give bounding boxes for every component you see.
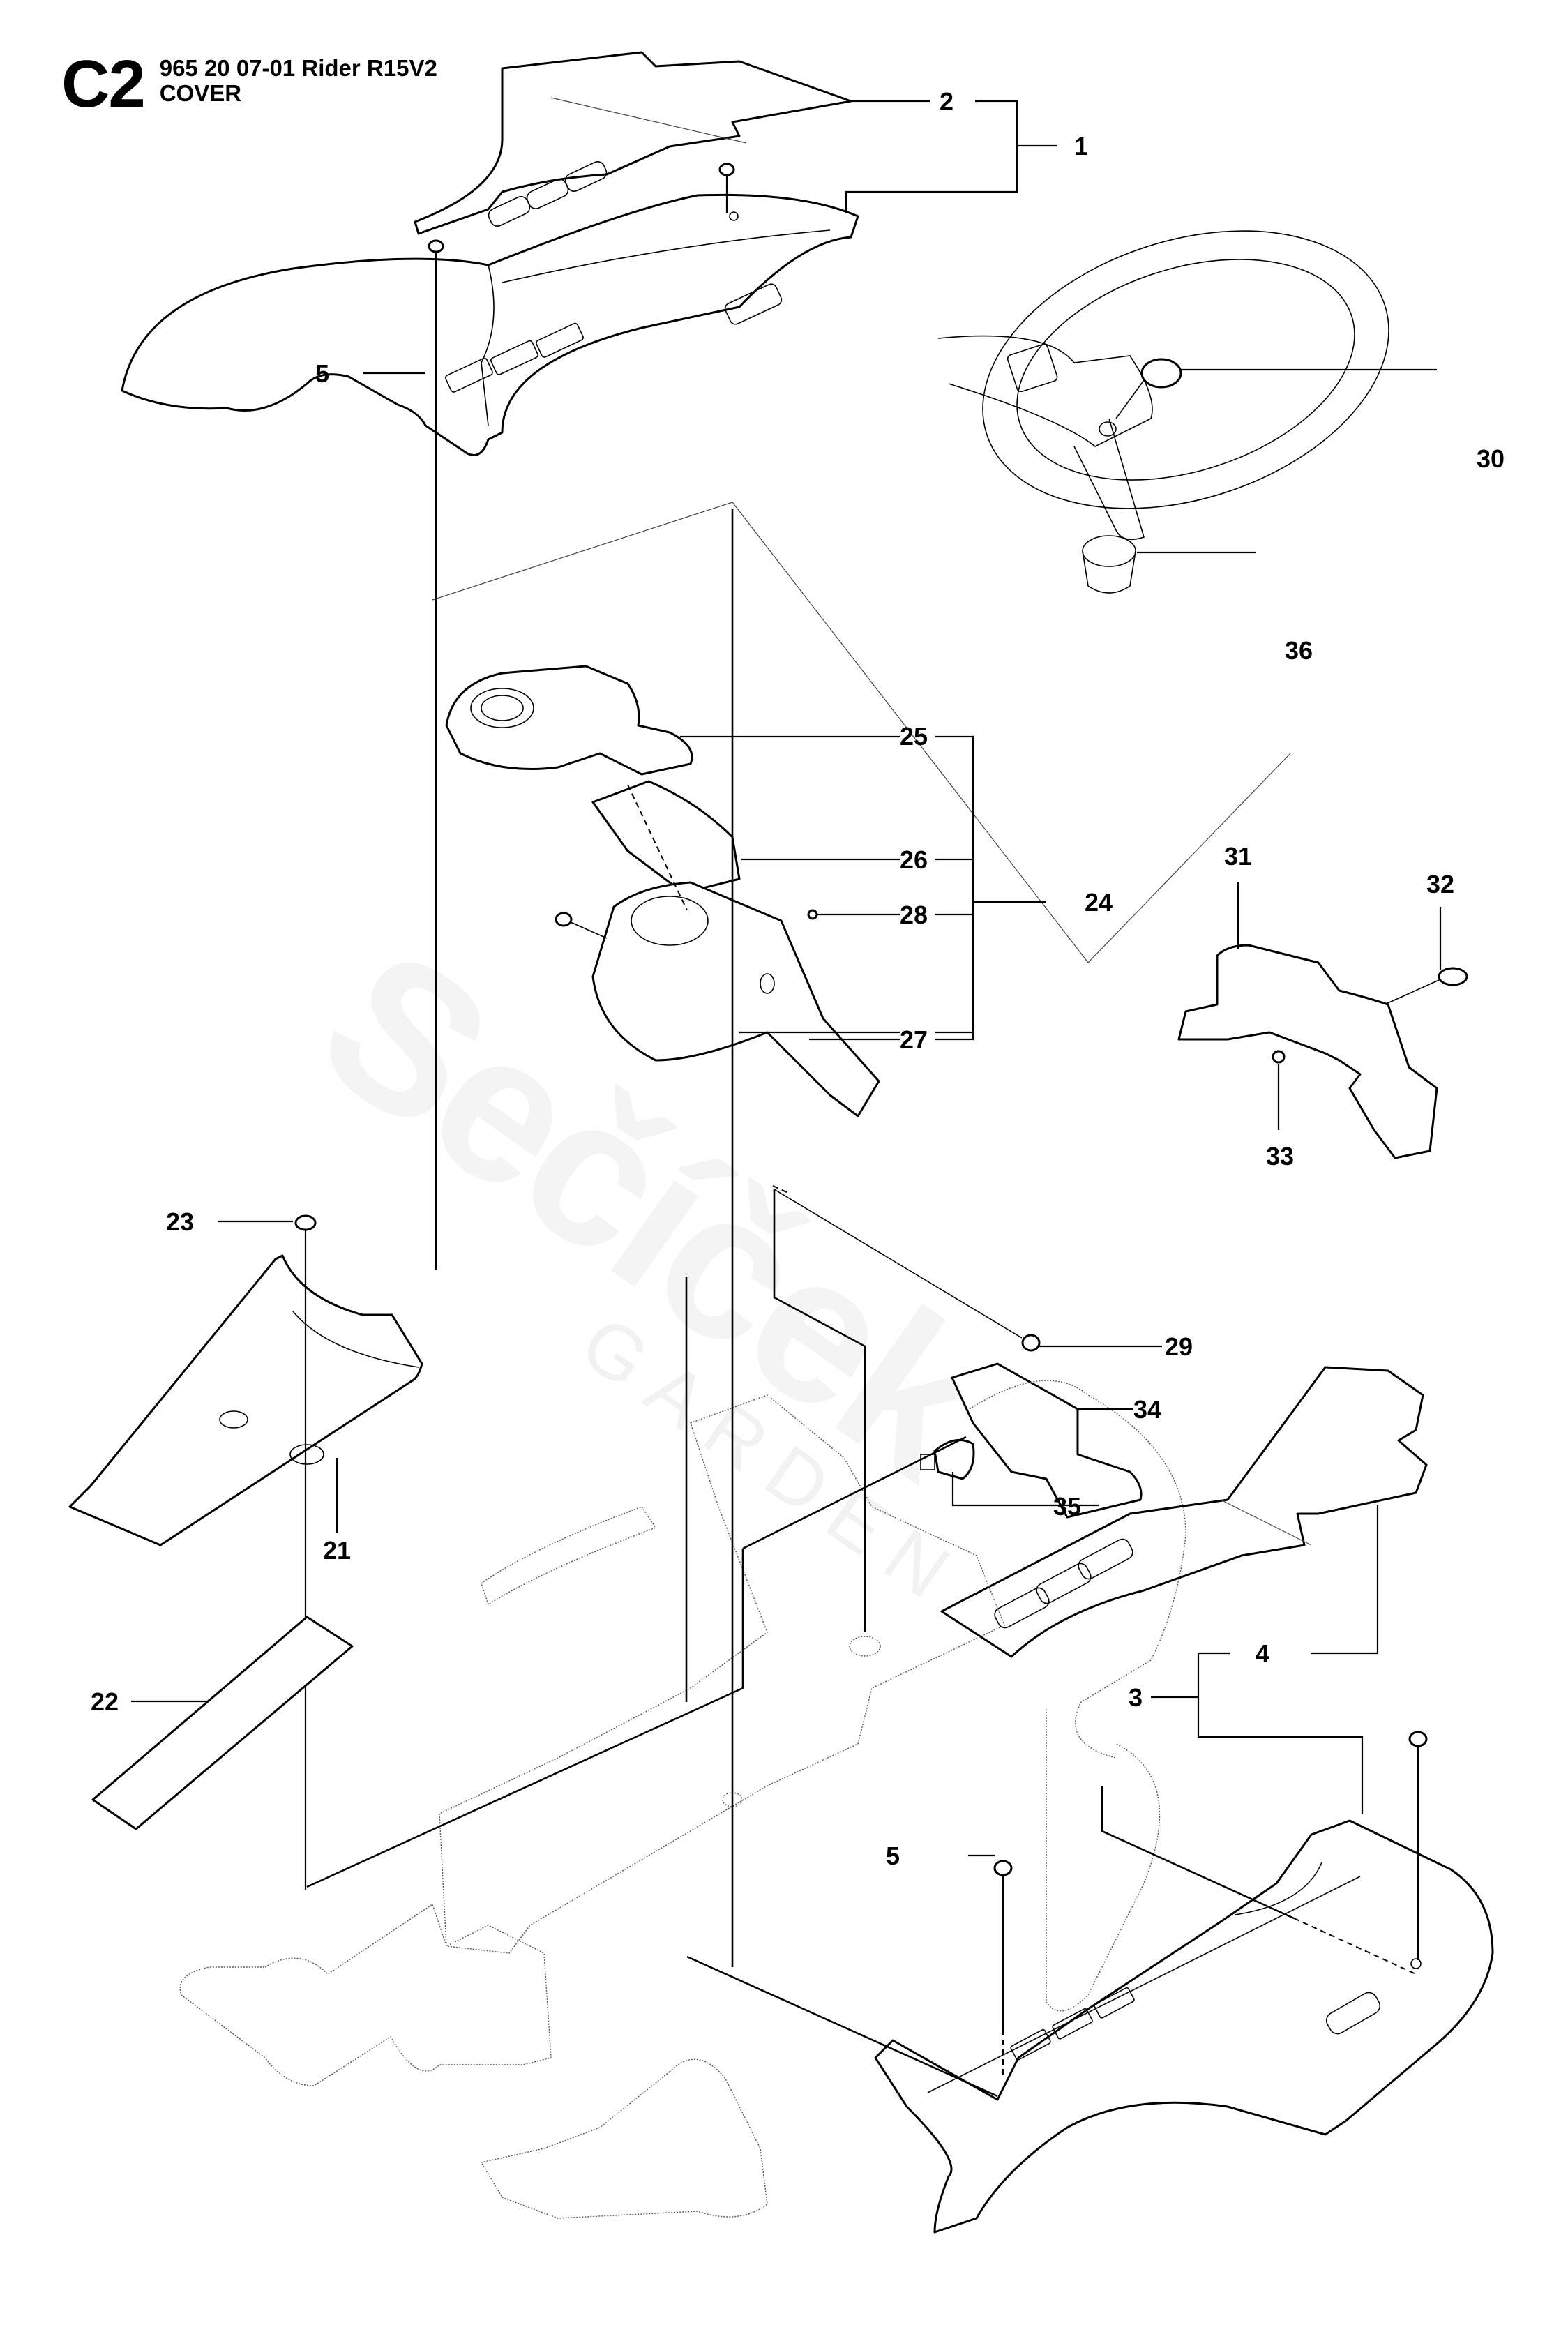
part-4-front-mat[interactable]	[940, 1366, 1428, 1658]
part-1-rear-cover[interactable]	[121, 193, 859, 456]
part-28-clip[interactable]	[807, 909, 818, 920]
assembly-guide-lines	[306, 509, 1417, 2098]
part-30-cap[interactable]	[1099, 358, 1182, 437]
callout-5-top[interactable]: 5	[315, 359, 329, 388]
part-32-lock-pin[interactable]	[1384, 967, 1468, 1005]
part-21-side-cover[interactable]	[68, 1254, 423, 1546]
part-25-upper-cover[interactable]	[445, 665, 693, 776]
model-line: 965 20 07-01 Rider R15V2	[159, 55, 437, 81]
callout-4[interactable]: 4	[1256, 1639, 1269, 1668]
part-29-screw[interactable]	[774, 1189, 1041, 1352]
part-5-screw-bottom[interactable]	[993, 1860, 1013, 2079]
part-2-rear-mat[interactable]	[414, 51, 852, 235]
callout-21[interactable]: 21	[323, 1536, 351, 1565]
group-name: COVER	[159, 80, 242, 106]
callout-29[interactable]: 29	[1165, 1332, 1193, 1361]
callout-25[interactable]: 25	[900, 722, 928, 751]
callout-30[interactable]: 30	[1477, 444, 1505, 473]
section-code: C2	[61, 47, 146, 121]
callout-labels: 2 1 5 30 36 25 26 28 27 24 31 32 33 29 3…	[91, 87, 1505, 1870]
callout-31[interactable]: 31	[1224, 842, 1252, 871]
part-33-washer[interactable]	[1272, 1050, 1286, 1064]
callout-24[interactable]: 24	[1085, 888, 1113, 917]
callout-leaders	[131, 100, 1442, 1857]
callout-22[interactable]: 22	[91, 1687, 119, 1716]
part-35-lamp[interactable]	[920, 1438, 975, 1480]
part-26-panel[interactable]	[591, 780, 741, 894]
callout-28[interactable]: 28	[900, 901, 928, 929]
callout-5-bottom[interactable]: 5	[886, 1842, 900, 1870]
screw-27-left[interactable]	[555, 912, 608, 939]
part-5-screw-top-right[interactable]	[718, 163, 735, 213]
callout-1[interactable]: 1	[1074, 132, 1088, 160]
callout-32[interactable]: 32	[1426, 870, 1454, 898]
steering-wheel[interactable]	[937, 182, 1424, 557]
callout-2[interactable]: 2	[940, 87, 953, 116]
part-31-cover[interactable]	[1177, 944, 1438, 1159]
part-23-screw[interactable]	[294, 1214, 317, 1890]
part-34-holder[interactable]	[951, 1362, 1143, 1519]
callout-26[interactable]: 26	[900, 845, 928, 874]
callout-33[interactable]: 33	[1266, 1142, 1294, 1170]
part-27-lower-cover[interactable]	[591, 881, 880, 1117]
callout-23[interactable]: 23	[166, 1207, 194, 1236]
diagram-header: C2 965 20 07-01 Rider R15V2 COVER	[61, 47, 437, 121]
header-titles: 965 20 07-01 Rider R15V2 COVER	[160, 56, 437, 106]
part-22-strip[interactable]	[91, 1616, 354, 1830]
callout-36[interactable]: 36	[1285, 636, 1313, 665]
callout-35[interactable]: 35	[1053, 1492, 1081, 1521]
callout-34[interactable]: 34	[1133, 1395, 1161, 1424]
part-5-screw-bottom-right[interactable]	[1408, 1731, 1428, 1960]
callout-27[interactable]: 27	[900, 1025, 928, 1054]
part-36-bushing[interactable]	[1082, 535, 1136, 594]
part-5-screw-top[interactable]	[428, 239, 444, 1270]
callout-3[interactable]: 3	[1129, 1683, 1143, 1712]
part-3-front-cover[interactable]	[874, 1819, 1494, 2234]
